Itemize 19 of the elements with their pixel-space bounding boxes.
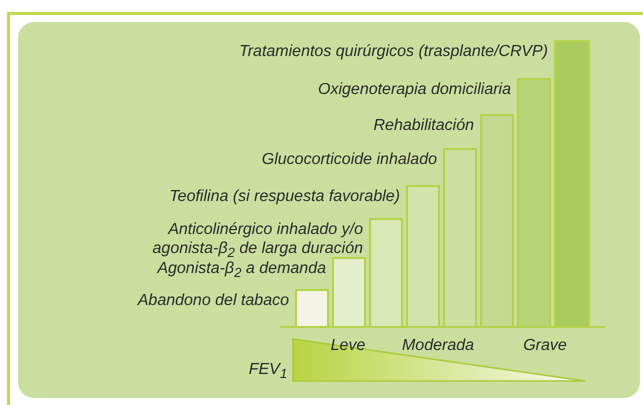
step-bar [332,257,366,327]
step-bar [443,148,477,327]
axis-label: FEV$_{1}$ [248,360,288,384]
bar-label: Oxigenoterapia domiciliaria [318,80,511,99]
step-bar [554,40,590,327]
step-bar [517,78,551,327]
bar-label: Abandono del tabaco [138,291,289,310]
severity-label: Leve [330,336,366,355]
bar-label: Tratamientos quirúrgicos (trasplante/CRVP) [239,42,548,61]
bar-label: Teofilina (si respuesta favorable) [169,187,400,206]
bar-label: Agonista-β$_{2}$ a demanda [157,259,326,282]
bar-label: Glucocorticoide inhalado [262,150,437,169]
severity-label: Moderada [402,336,474,355]
step-bar [295,289,329,327]
step-bar [406,185,440,327]
severity-label: Grave [523,336,567,355]
step-bar [369,218,403,327]
step-bar [480,114,514,327]
bar-label: Rehabilitación [373,116,474,135]
